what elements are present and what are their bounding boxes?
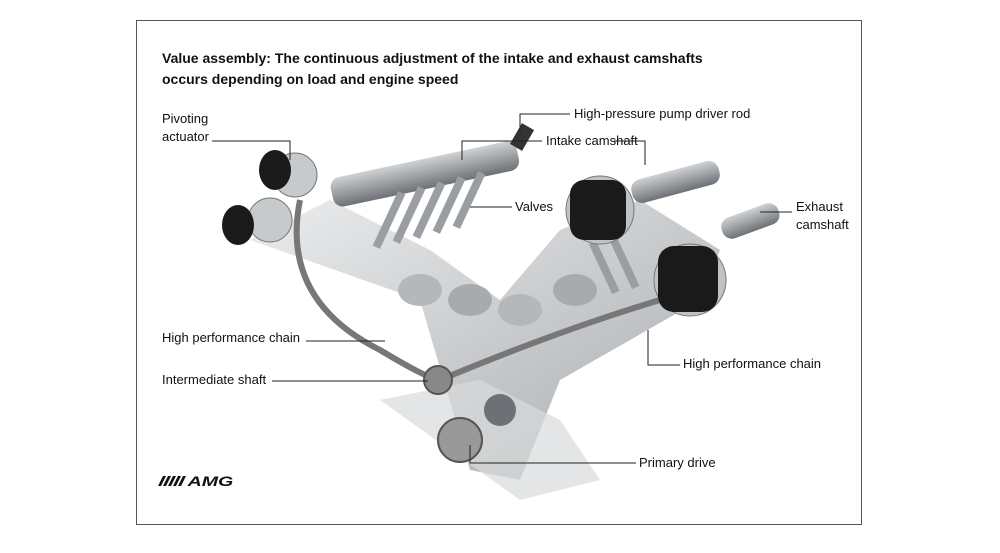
label-exhaust-camshaft: Exhaust camshaft [796, 198, 849, 234]
label-pivoting-actuator: Pivoting actuator [162, 110, 209, 146]
label-intermediate-shaft: Intermediate shaft [162, 372, 267, 387]
diagram-title-line1: Value assembly: The continuous adjustmen… [162, 50, 703, 66]
label-text: camshaft [796, 217, 849, 232]
label-chain-right: High performance chain [683, 356, 822, 371]
label-text: Exhaust [796, 199, 843, 214]
label-intake-camshaft: Intake camshaft [546, 133, 638, 148]
diagram-title-line2: occurs depending on load and engine spee… [162, 71, 459, 87]
label-primary-drive: Primary drive [639, 455, 716, 470]
leader-lines [212, 113, 792, 464]
amg-logo: AMG [158, 474, 233, 490]
label-chain-left: High performance chain [162, 330, 301, 345]
label-text: actuator [162, 129, 209, 144]
label-text: Pivoting [162, 111, 209, 126]
actuator-units [222, 123, 727, 317]
amg-logo-text: AMG [186, 474, 233, 490]
engine-block [250, 141, 780, 500]
label-pump-driver-rod: High-pressure pump driver rod [574, 106, 751, 121]
label-valves: Valves [515, 199, 554, 214]
